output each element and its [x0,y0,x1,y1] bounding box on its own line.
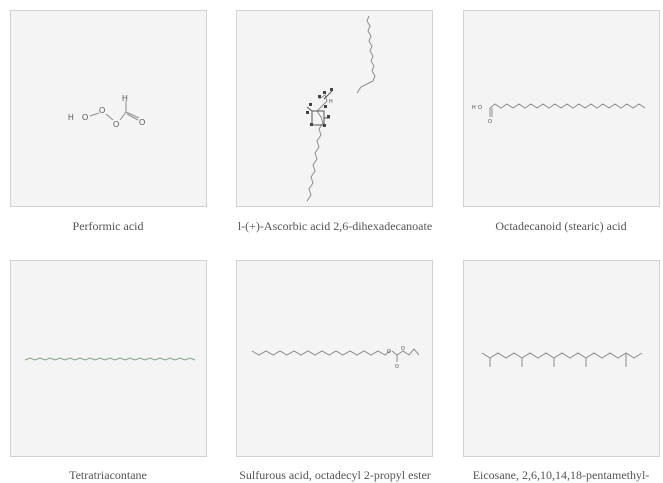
atom-label-o: O [139,118,145,127]
compound-caption[interactable]: Octadecanoid (stearic) acid [495,219,627,233]
atom-label-o: O [99,106,105,115]
atom-label-h: H [68,113,74,122]
atom-label-h: H [122,94,128,103]
structure-sulfurous-acid-ester: O O O [251,346,420,370]
compound-card-ascorbic-acid-dihexadecanoate[interactable]: H [236,10,433,207]
atom-label-o: O [387,349,391,355]
structure-performic-acid: H O O O H O [68,94,145,129]
structure-pentamethyl-eicosane [481,352,643,367]
compound-card-stearic-acid[interactable]: H O O [463,10,660,207]
atom-label-o: O [478,105,482,111]
structure-tetratriacontane [24,357,196,361]
structure-stearic-acid: H O O [472,103,646,125]
compound-card-pentamethyl-eicosane[interactable] [463,260,660,457]
compound-caption[interactable]: l-(+)-Ascorbic acid 2,6-dihexadecanoate [237,219,433,233]
atom-label-h: H [329,99,333,105]
compound-caption[interactable]: Eicosane, 2,6,10,14,18-pentamethyl- [472,468,650,482]
atom-label-o: O [488,119,492,125]
atom-label-o: O [82,113,88,122]
compound-caption[interactable]: Sulfurous acid, octadecyl 2-propyl ester [239,468,431,482]
compound-card-performic-acid[interactable]: H O O O H O [10,10,207,207]
compound-caption[interactable]: Tetratriacontane [69,468,147,482]
atom-label-h: H [472,105,476,111]
atom-label-o: O [401,346,405,352]
compound-caption[interactable]: Performic acid [72,219,144,233]
compound-card-tetratriacontane[interactable] [10,260,207,457]
compound-card-sulfurous-acid-ester[interactable]: O O O [236,260,433,457]
structure-ascorbic-acid-dihexadecanoate: H [306,15,376,202]
atom-label-o: O [395,364,399,370]
atom-label-o: O [113,120,119,129]
